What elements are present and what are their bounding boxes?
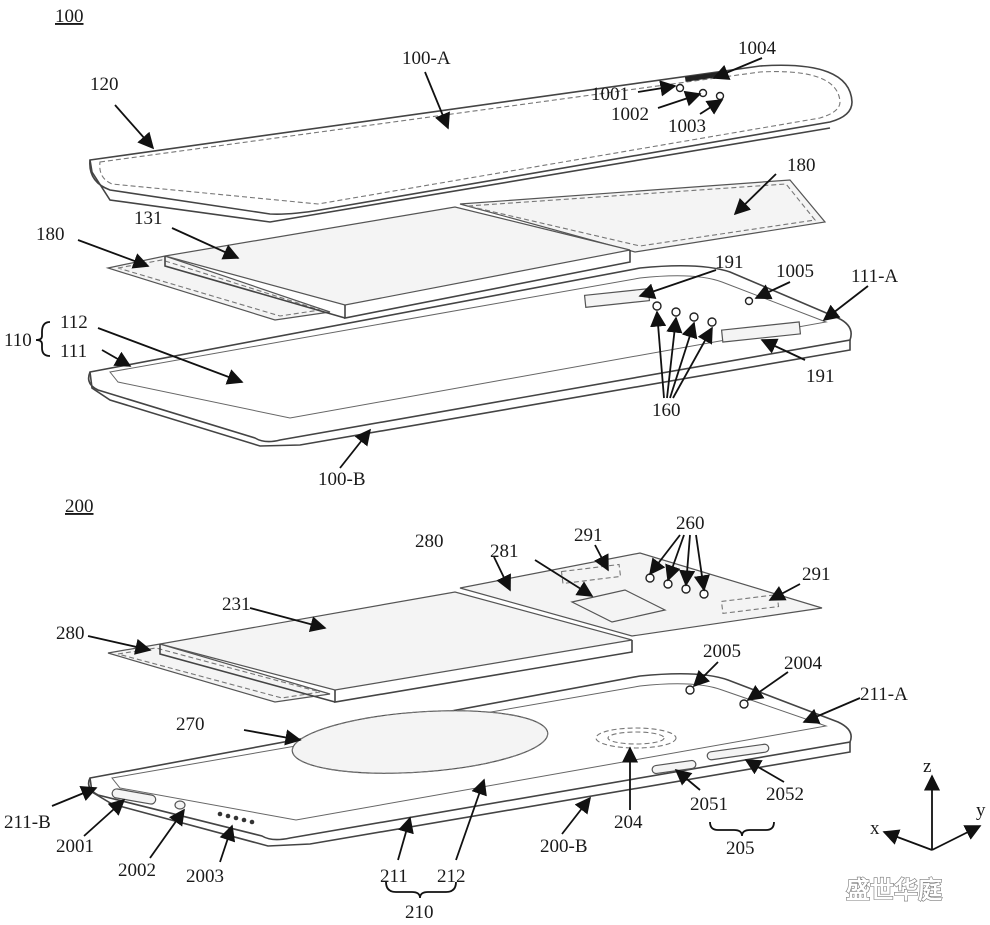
label-111-A: 111-A	[851, 266, 898, 287]
label-191-top: 191	[715, 252, 744, 273]
label-131: 131	[134, 208, 163, 229]
figure-200-title: 200	[65, 496, 94, 517]
label-1004: 1004	[738, 38, 777, 59]
label-112: 112	[60, 312, 88, 333]
label-291-top: 291	[574, 525, 603, 546]
label-260: 260	[676, 513, 705, 534]
label-205: 205	[726, 838, 755, 859]
label-211: 211	[380, 866, 408, 887]
battery-131	[164, 206, 631, 319]
label-100-A: 100-A	[402, 48, 451, 69]
label-1002: 1002	[611, 104, 649, 125]
label-270: 270	[176, 714, 205, 735]
label-110: 110	[4, 330, 32, 351]
label-231: 231	[222, 594, 251, 615]
housing-110	[87, 264, 852, 447]
label-2002: 2002	[118, 860, 156, 881]
label-2051: 2051	[690, 794, 728, 815]
label-2005: 2005	[703, 641, 741, 662]
watermark: 盛世华庭	[846, 876, 942, 904]
leaders-100	[35, 57, 869, 469]
label-280-left: 280	[56, 623, 85, 644]
label-191-bottom: 191	[806, 366, 835, 387]
battery-231	[159, 591, 633, 703]
label-211-B: 211-B	[4, 812, 51, 833]
label-180-left: 180	[36, 224, 65, 245]
label-281: 281	[490, 541, 519, 562]
label-180-right: 180	[787, 155, 816, 176]
label-280-top: 280	[415, 531, 444, 552]
label-2052: 2052	[766, 784, 804, 805]
label-211-A: 211-A	[860, 684, 908, 705]
adhesive-layer-280	[107, 552, 823, 703]
coordinate-axes: z x y	[870, 756, 986, 851]
label-210: 210	[405, 902, 434, 923]
leaders-200	[51, 534, 861, 899]
label-100-B: 100-B	[318, 469, 366, 490]
label-1005: 1005	[776, 261, 814, 282]
axis-x-label: x	[870, 818, 880, 839]
figure-200: 200	[4, 496, 908, 923]
figure-100-title: 100	[55, 6, 84, 27]
label-160: 160	[652, 400, 681, 421]
figure-100: 100	[4, 6, 898, 490]
axis-y-label: y	[976, 800, 986, 821]
label-291-right: 291	[802, 564, 831, 585]
label-2001: 2001	[56, 836, 94, 857]
label-1001: 1001	[591, 84, 629, 105]
label-2004: 2004	[784, 653, 823, 674]
label-1003: 1003	[668, 116, 706, 137]
label-111: 111	[60, 341, 87, 362]
label-2003: 2003	[186, 866, 224, 887]
label-204: 204	[614, 812, 643, 833]
label-212: 212	[437, 866, 466, 887]
label-200-B: 200-B	[540, 836, 588, 857]
label-120: 120	[90, 74, 119, 95]
axis-z-label: z	[923, 756, 931, 777]
